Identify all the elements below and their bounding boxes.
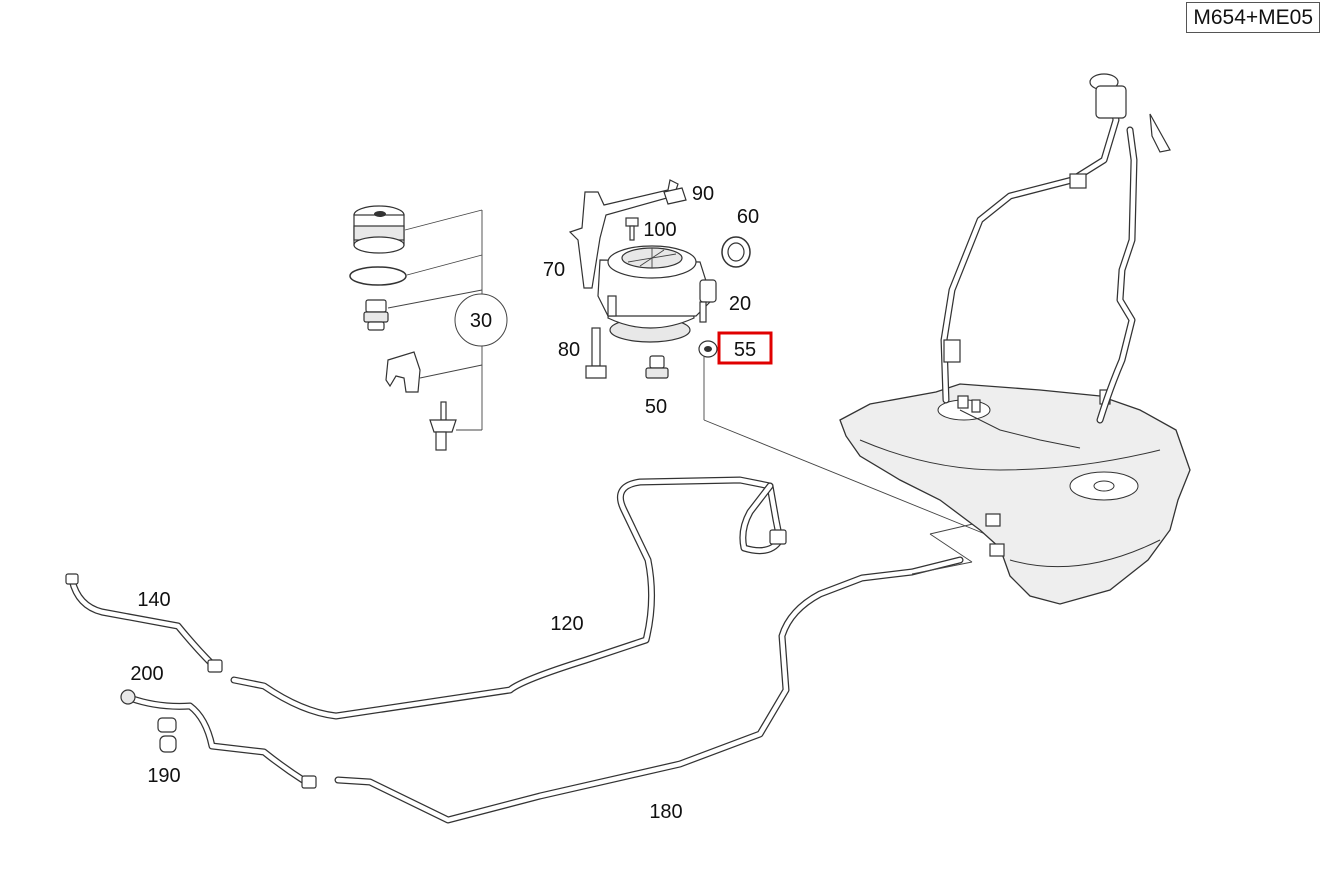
drain-plug[interactable] — [363, 299, 389, 331]
callout-30: 30 — [470, 310, 492, 332]
callout-70: 70 — [543, 259, 565, 281]
callout-120: 120 — [550, 613, 583, 635]
fuel-line-200[interactable] — [120, 689, 317, 789]
plug[interactable] — [645, 355, 669, 379]
filter-element[interactable] — [353, 205, 405, 254]
fuel-tank[interactable] — [839, 383, 1191, 605]
water-sensor[interactable] — [429, 401, 457, 451]
fuel-line-180[interactable] — [334, 556, 964, 824]
mounting-bracket[interactable] — [568, 179, 679, 289]
callout-bracket-30 — [387, 209, 483, 431]
sealing-ring[interactable] — [721, 236, 751, 268]
callout-200: 200 — [130, 663, 163, 685]
fuel-line-120[interactable] — [230, 476, 787, 720]
callout-90: 90 — [692, 183, 714, 205]
hose-clamp[interactable] — [157, 717, 177, 753]
fuel-line-140[interactable] — [65, 573, 223, 673]
filler-neck[interactable] — [940, 73, 1171, 424]
o-ring[interactable] — [349, 266, 407, 286]
spacer-sleeve[interactable] — [698, 340, 718, 358]
clip[interactable] — [385, 351, 421, 393]
screw-small[interactable] — [625, 217, 639, 241]
callout-180: 180 — [649, 801, 682, 823]
callout-circle-30 — [454, 293, 508, 347]
callout-55[interactable]: 55 — [734, 339, 756, 361]
fuel-filter-assembly[interactable] — [568, 179, 717, 343]
callout-60: 60 — [737, 206, 759, 228]
callout-100: 100 — [643, 219, 676, 241]
bolt[interactable] — [585, 327, 607, 379]
callout-55-highlight — [717, 331, 773, 365]
nut[interactable] — [663, 187, 687, 205]
variant-code-label: M654+ME05 — [1186, 2, 1320, 33]
callout-140: 140 — [137, 589, 170, 611]
callout-80: 80 — [558, 339, 580, 361]
filter-kit-group — [349, 205, 508, 451]
callout-190: 190 — [147, 765, 180, 787]
callout-20: 20 — [729, 293, 751, 315]
callout-50: 50 — [645, 396, 667, 418]
